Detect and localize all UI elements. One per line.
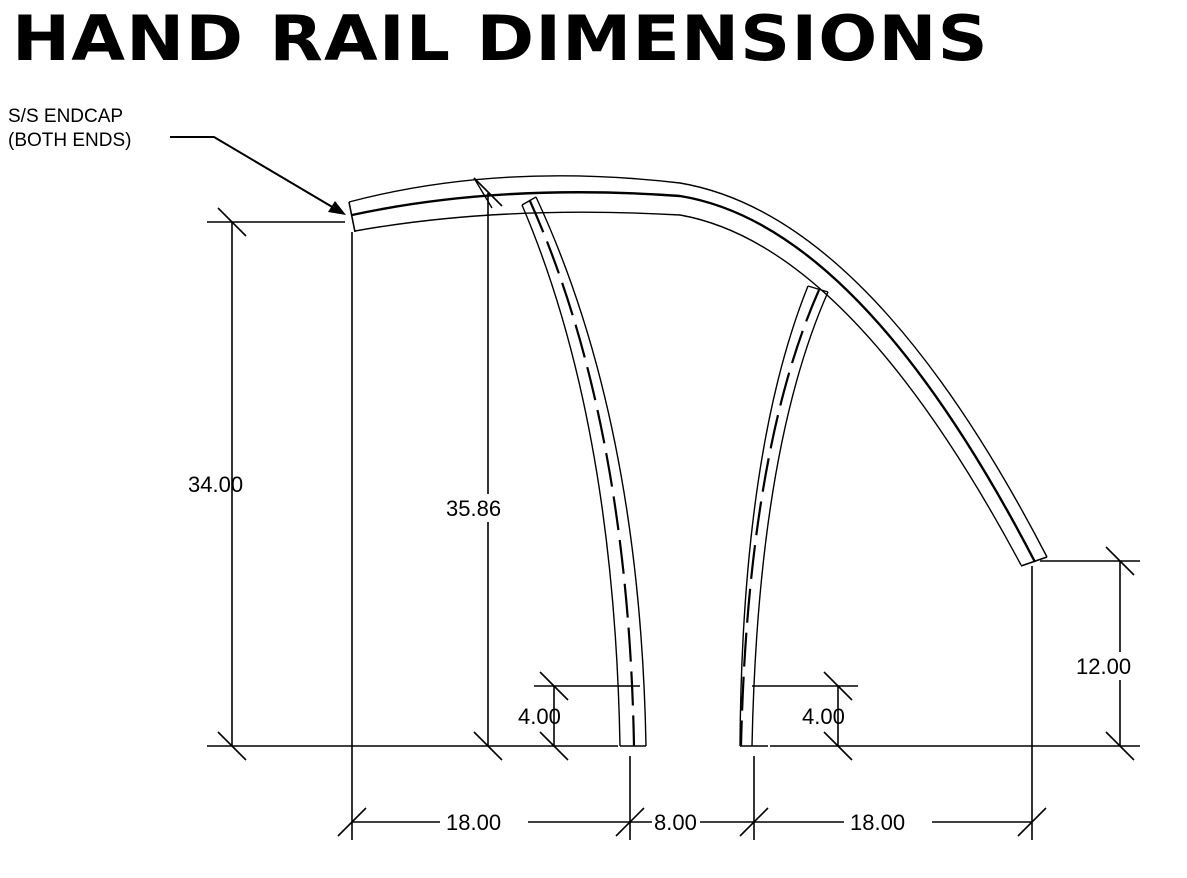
rail-joint xyxy=(473,177,493,209)
dim-label-height-peak: 35.86 xyxy=(446,496,501,521)
dim-label-width-right: 18.00 xyxy=(850,810,905,835)
right-post xyxy=(739,285,829,747)
right-post-inner-edge xyxy=(739,285,809,747)
rail-outer-edge xyxy=(348,175,1048,558)
callout-leader xyxy=(170,136,335,209)
endcap-left xyxy=(348,201,356,233)
page-title: HAND RAIL DIMENSIONS xyxy=(12,2,989,75)
rail-centerline xyxy=(351,191,1037,563)
left-post xyxy=(521,196,647,747)
dim-width-middle xyxy=(630,807,769,837)
left-post-centerline xyxy=(528,200,636,747)
dim-label-height-right: 12.00 xyxy=(1076,654,1131,679)
left-post-inner-edge xyxy=(521,204,621,747)
callout-line-2: (BOTH ENDS) xyxy=(8,130,132,151)
dim-left-post-foot xyxy=(534,671,640,761)
dim-label-width-middle: 8.00 xyxy=(654,810,697,835)
callout-arrowhead xyxy=(328,201,346,215)
endcap-right xyxy=(1020,556,1048,567)
rail-inner-edge xyxy=(354,211,1022,566)
main-rail xyxy=(348,175,1048,567)
right-post-centerline xyxy=(739,289,821,747)
bottom-extensions xyxy=(629,566,1033,840)
endcap-callout: S/S ENDCAP (BOTH ENDS) xyxy=(8,106,346,215)
dim-height-left xyxy=(207,207,345,761)
dim-width-left xyxy=(337,807,645,837)
left-post-outer-edge xyxy=(535,196,647,747)
right-post-outer-edge xyxy=(751,291,829,747)
right-post-top-cap xyxy=(807,285,829,293)
dim-right-post-foot xyxy=(752,671,858,761)
callout-line-1: S/S ENDCAP xyxy=(8,106,123,127)
left-post-top-cap xyxy=(521,196,537,206)
dim-label-right-post-foot: 4.00 xyxy=(802,704,845,729)
dim-label-height-left: 34.00 xyxy=(188,472,243,497)
dim-width-right xyxy=(754,807,1047,837)
dim-label-width-left: 18.00 xyxy=(446,810,501,835)
dim-label-left-post-foot: 4.00 xyxy=(518,704,561,729)
dim-height-peak xyxy=(473,177,503,761)
